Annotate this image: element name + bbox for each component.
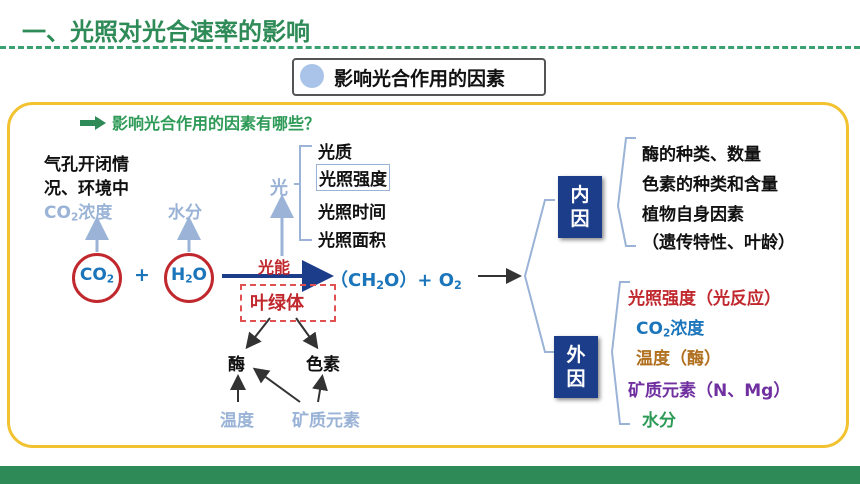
water-label: 水分 — [168, 203, 202, 223]
light-factors-bracket — [299, 145, 312, 241]
external-bracket — [610, 281, 630, 425]
pigment-label: 色素 — [306, 355, 340, 375]
stomata-text-line1: 气孔开闭情 — [44, 155, 129, 175]
light-factor-intensity: 光照强度 — [316, 164, 390, 191]
internal-item-pigment: 色素的种类和含量 — [642, 175, 778, 195]
internal-item-plant: 植物自身因素 — [642, 205, 744, 225]
stomata-text-line2: 况、环境中 — [44, 179, 129, 199]
cause-bracket — [523, 199, 555, 353]
light-factor-duration: 光照时间 — [318, 203, 386, 223]
subtitle-box — [292, 58, 546, 96]
light-factor-quality: 光质 — [318, 143, 352, 163]
h2o-reactant: H2O — [170, 265, 207, 286]
external-item-co2: CO2浓度 — [636, 319, 705, 340]
bullet-dot-icon — [300, 64, 324, 88]
footer-bar — [0, 466, 860, 484]
internal-factor-box: 内因 — [558, 176, 602, 238]
subtitle: 影响光合作用的因素 — [334, 68, 506, 90]
light-energy-label: 光能 — [258, 258, 291, 277]
chlorophyll-label: 叶绿体 — [250, 293, 304, 314]
external-item-water: 水分 — [642, 411, 676, 431]
plus-sign: + — [134, 264, 150, 286]
enzyme-arrow — [245, 317, 271, 350]
pigment-arrow — [295, 317, 319, 350]
header-divider — [0, 46, 860, 49]
external-factor-box: 外因 — [554, 336, 598, 398]
internal-bracket — [616, 137, 636, 247]
internal-item-enzyme: 酶的种类、数量 — [642, 145, 761, 165]
arrow-right-icon — [80, 116, 106, 130]
light-factor-area: 光照面积 — [318, 231, 386, 251]
h2o-circle — [164, 253, 214, 303]
reaction-product: （CH2O）+ O2 — [330, 270, 462, 292]
external-item-temperature: 温度（酶） — [636, 349, 721, 369]
page-title: 一、光照对光合速率的影响 — [22, 18, 310, 46]
external-item-light: 光照强度（光反应） — [628, 289, 781, 309]
co2-reactant: CO2 — [79, 265, 115, 286]
enzyme-label: 酶 — [228, 355, 245, 375]
minerals-label: 矿质元素 — [292, 411, 360, 431]
content-frame — [7, 102, 849, 448]
external-item-minerals: 矿质元素（N、Mg） — [628, 381, 791, 401]
internal-item-genetic: （遗传特性、叶龄） — [642, 233, 795, 253]
chlorophyll-box — [240, 284, 336, 322]
temperature-label: 温度 — [220, 411, 254, 431]
light-label: 光 — [270, 178, 288, 199]
question-text: 影响光合作用的因素有哪些？ — [112, 114, 321, 133]
co2-concentration-label: CO2浓度 — [44, 203, 113, 224]
co2-circle — [72, 253, 122, 303]
